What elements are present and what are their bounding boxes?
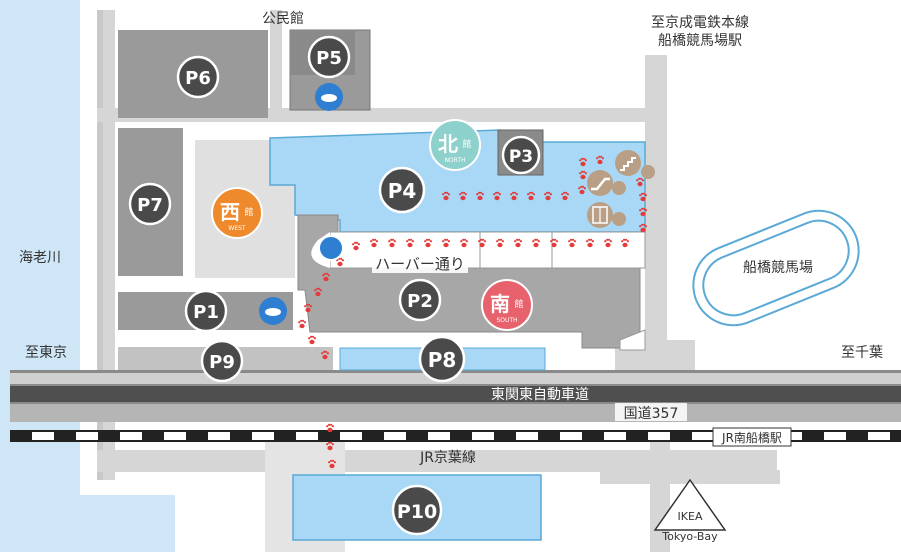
label-expressway: 東関東自動車道 — [491, 386, 589, 403]
jr-keiyo-line — [10, 430, 901, 442]
north-kanji: 北 — [438, 132, 458, 156]
south-kanji: 南 — [490, 292, 510, 316]
parking-p8-pin: P8 — [418, 335, 466, 383]
label-ikea-2: Tokyo-Bay — [661, 530, 718, 543]
parking-p5-pin: P5 — [307, 35, 351, 79]
label-jr-station: JR南船橋駅 — [721, 430, 782, 445]
jr-station-box — [712, 427, 792, 447]
river-mouth — [80, 495, 175, 552]
west-en: WEST — [228, 225, 246, 232]
svg-text:P9: P9 — [209, 352, 235, 373]
parking-p4-pin: P4 — [378, 166, 426, 214]
facility-icons — [587, 150, 655, 228]
escalator-icon — [587, 170, 613, 196]
svg-text:P10: P10 — [397, 501, 437, 523]
parking-p3-pin: P3 — [501, 135, 541, 175]
south-en: SOUTH — [496, 317, 517, 324]
label-jr-keiyo: JR京葉線 — [419, 450, 476, 466]
ikea-building — [653, 478, 727, 531]
south-building-badge: 南 館 SOUTH — [481, 279, 533, 331]
route357-band — [10, 402, 901, 422]
label-to-tokyo: 至東京 — [25, 345, 67, 361]
river-ebigawa — [0, 0, 80, 552]
label-kouminkan: 公民館 — [262, 10, 304, 27]
svg-text:P2: P2 — [407, 291, 433, 312]
parking-p7-pin: P7 — [128, 182, 172, 226]
label-route357: 国道357 — [624, 406, 679, 422]
ev-charging-icon — [259, 83, 344, 325]
svg-text:P6: P6 — [185, 68, 211, 89]
svg-text:P5: P5 — [316, 48, 342, 69]
label-racecourse: 船橋競馬場 — [743, 260, 813, 276]
parking-p9-pin: P9 — [200, 339, 244, 383]
west-kan: 館 — [244, 206, 253, 218]
west-kanji: 西 — [220, 200, 240, 224]
label-ebigawa: 海老川 — [19, 250, 61, 266]
west-building-badge: 西 館 WEST — [211, 187, 263, 239]
racecourse-track — [692, 209, 860, 327]
south-kan: 館 — [514, 298, 523, 310]
label-to-chiba: 至千葉 — [841, 345, 883, 361]
label-ikea-1: IKEA — [678, 510, 703, 523]
svg-text:P1: P1 — [193, 302, 219, 323]
north-kan: 館 — [462, 138, 471, 150]
label-keisei-line-2: 船橋競馬場駅 — [658, 33, 742, 49]
north-building-badge: 北 館 NORTH — [429, 119, 481, 171]
svg-text:P7: P7 — [137, 195, 163, 216]
parking-p10-pin: P10 — [391, 484, 443, 536]
parking-p2-pin: P2 — [398, 278, 442, 322]
north-en: NORTH — [444, 157, 465, 164]
parking-p6-pin: P6 — [176, 55, 220, 99]
label-harbor-street: ハーバー通り — [375, 255, 465, 273]
label-keisei-line-1: 至京成電鉄本線 — [651, 15, 749, 31]
expressway-band — [10, 385, 901, 403]
parking-p1-pin: P1 — [184, 289, 228, 333]
svg-text:P8: P8 — [428, 348, 457, 372]
svg-text:P4: P4 — [388, 179, 417, 203]
svg-text:P3: P3 — [509, 147, 533, 167]
